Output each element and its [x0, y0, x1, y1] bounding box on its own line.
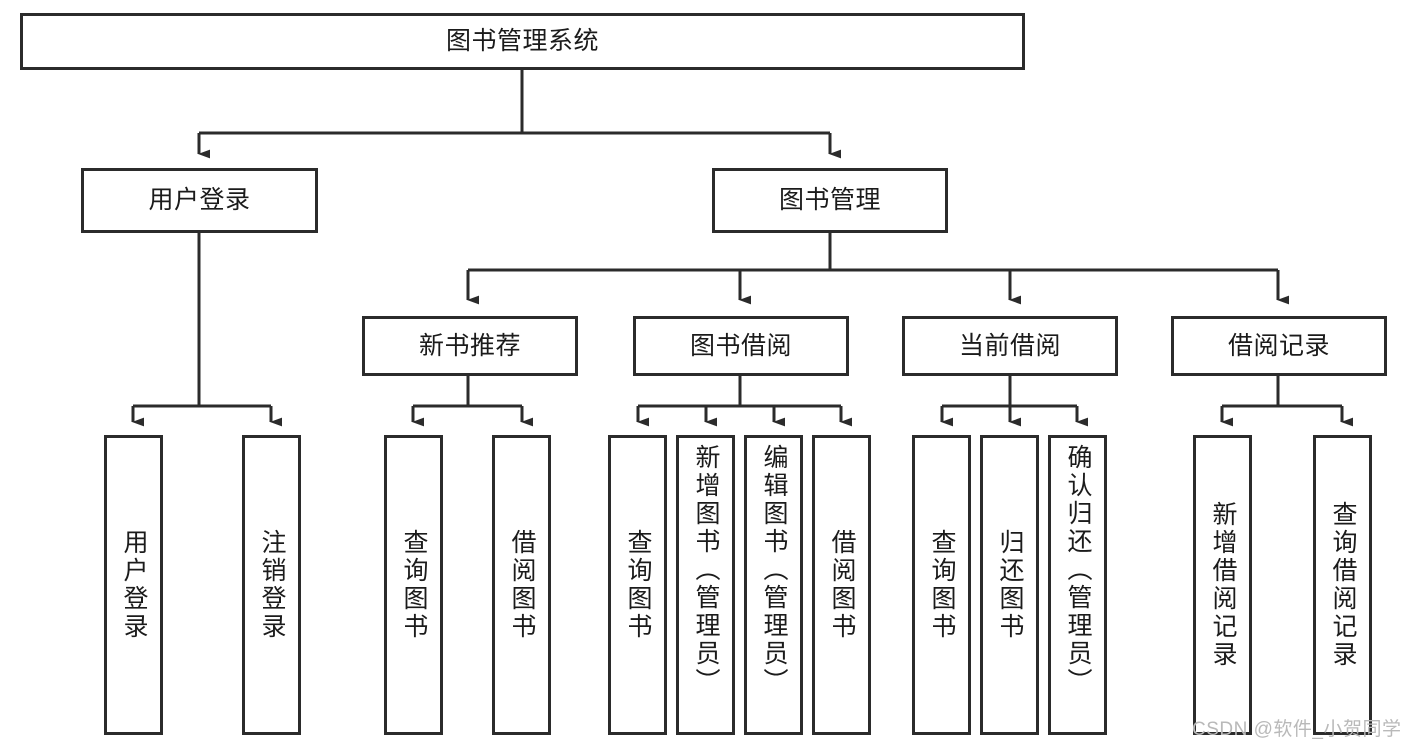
node-current-borrowing[interactable]: 当前借阅 — [902, 316, 1118, 376]
leaf-query-book-borrowing[interactable]: 查询图书 — [608, 435, 667, 735]
node-label: 注销登录 — [258, 529, 286, 641]
leaf-logout[interactable]: 注销登录 — [242, 435, 301, 735]
node-label: 查询借阅记录 — [1329, 501, 1357, 669]
node-label: 用户登录 — [120, 529, 148, 641]
leaf-query-borrow-record[interactable]: 查询借阅记录 — [1313, 435, 1372, 735]
leaf-user-login[interactable]: 用户登录 — [104, 435, 163, 735]
node-label: 查询图书 — [624, 529, 652, 641]
node-new-book-recommendation[interactable]: 新书推荐 — [362, 316, 578, 376]
leaf-add-borrow-record[interactable]: 新增借阅记录 — [1193, 435, 1252, 735]
node-label: 图书借阅 — [689, 331, 792, 360]
leaf-edit-book-admin[interactable]: 编辑图书（管理员） — [744, 435, 803, 735]
watermark-text: CSDN @软件_小贺同学 — [1192, 719, 1402, 740]
node-label: 借阅图书 — [828, 529, 856, 641]
node-borrowing-record[interactable]: 借阅记录 — [1171, 316, 1387, 376]
node-label: 查询图书 — [400, 529, 428, 641]
node-root-book-management-system[interactable]: 图书管理系统 — [20, 13, 1025, 70]
node-label: 当前借阅 — [958, 331, 1061, 360]
node-label: 新书推荐 — [418, 331, 521, 360]
node-label: 编辑图书（管理员） — [760, 444, 788, 696]
node-book-management[interactable]: 图书管理 — [712, 168, 948, 233]
leaf-query-book-new-book[interactable]: 查询图书 — [384, 435, 443, 735]
node-label: 确认归还（管理员） — [1064, 444, 1092, 696]
node-label: 查询图书 — [928, 529, 956, 641]
node-label: 图书管理系统 — [445, 27, 599, 55]
node-label: 图书管理 — [778, 186, 881, 214]
leaf-borrow-book-new-book[interactable]: 借阅图书 — [492, 435, 551, 735]
leaf-return-book[interactable]: 归还图书 — [980, 435, 1039, 735]
node-book-borrowing[interactable]: 图书借阅 — [633, 316, 849, 376]
node-label: 新增借阅记录 — [1209, 501, 1237, 669]
node-label: 用户登录 — [148, 186, 251, 214]
node-label: 归还图书 — [996, 529, 1024, 641]
node-label: 借阅图书 — [508, 529, 536, 641]
node-label: 新增图书（管理员） — [692, 444, 720, 696]
leaf-query-book-current[interactable]: 查询图书 — [912, 435, 971, 735]
node-label: 借阅记录 — [1227, 331, 1330, 360]
leaf-confirm-return-admin[interactable]: 确认归还（管理员） — [1048, 435, 1107, 735]
node-user-login[interactable]: 用户登录 — [81, 168, 318, 233]
leaf-borrow-book-borrowing[interactable]: 借阅图书 — [812, 435, 871, 735]
leaf-add-book-admin[interactable]: 新增图书（管理员） — [676, 435, 735, 735]
